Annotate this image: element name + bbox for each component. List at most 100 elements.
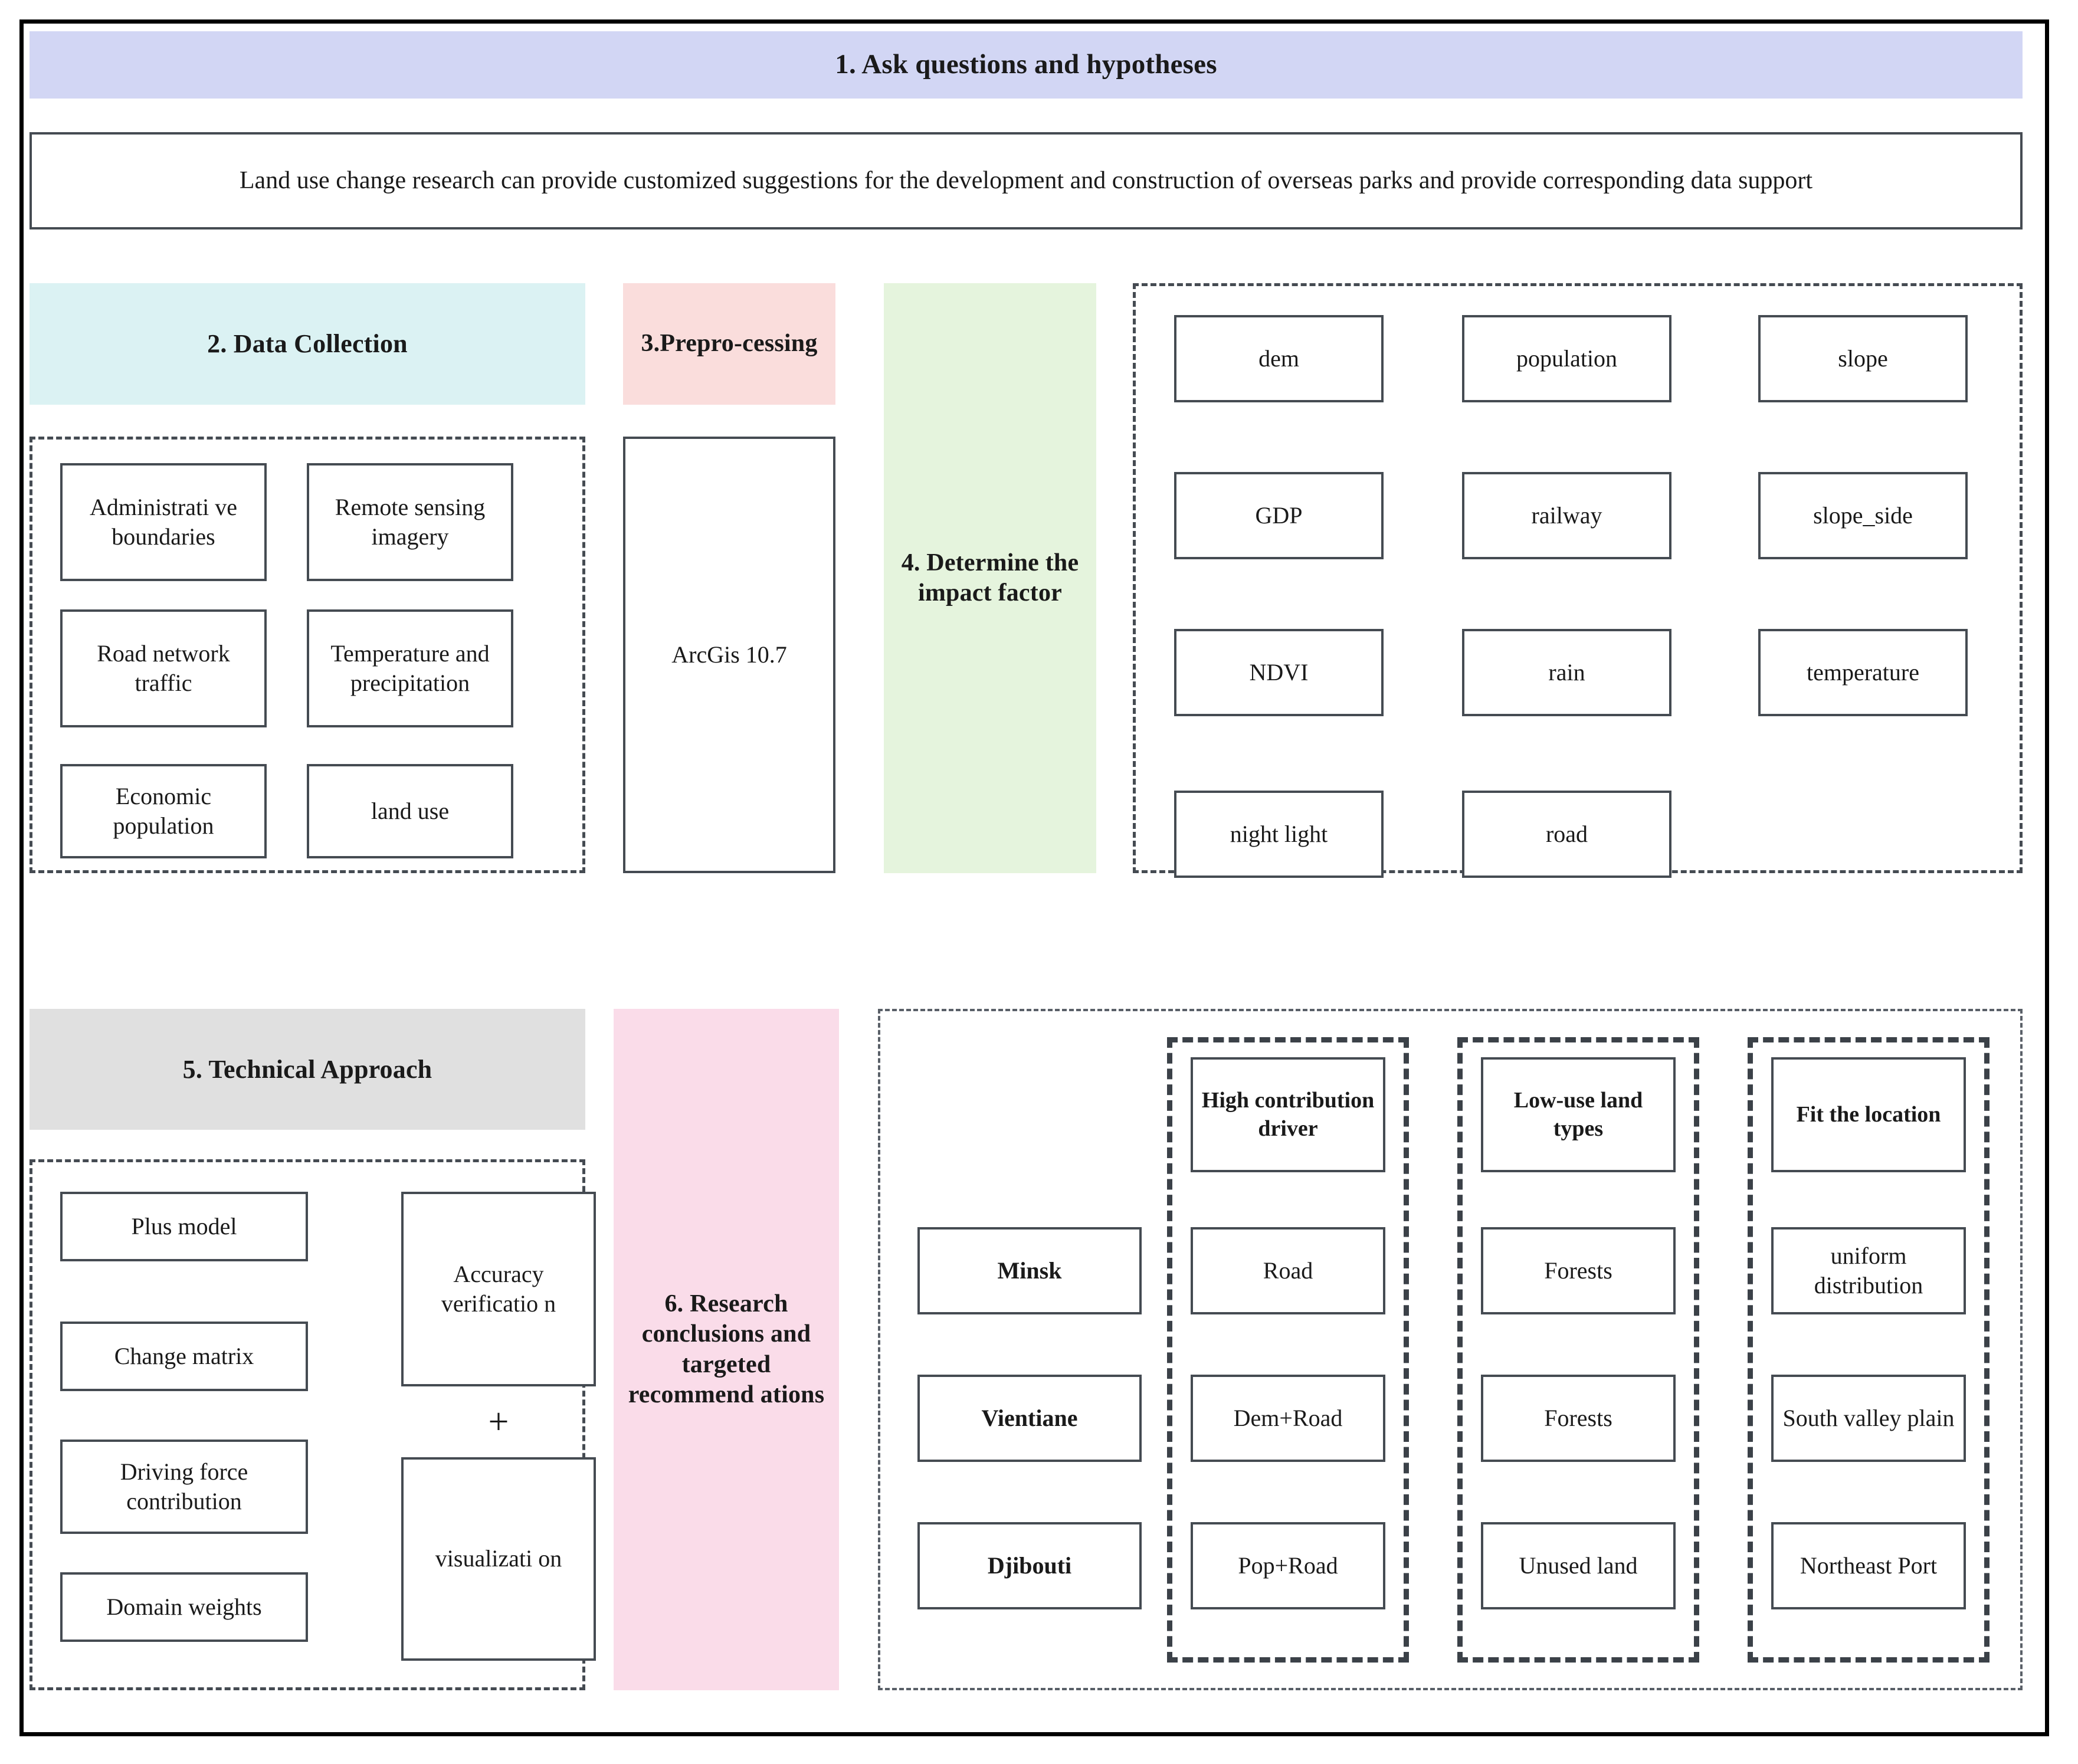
- step5-item-plus-model: Plus model: [60, 1192, 308, 1261]
- step4-factor-label: dem: [1258, 345, 1299, 372]
- step4-factor-road: road: [1462, 791, 1671, 878]
- step2-banner: 2. Data Collection: [30, 283, 585, 405]
- results-city-label: Vientiane: [981, 1404, 1078, 1431]
- step2-item-temperature-precip: Temperature and precipitation: [307, 609, 513, 727]
- step5-item-domain-weights: Domain weights: [60, 1572, 308, 1642]
- results-location-label: Northeast Port: [1800, 1552, 1938, 1579]
- step2-item-label: land use: [371, 797, 450, 824]
- step1-statement-box: Land use change research can provide cus…: [30, 132, 2023, 229]
- diagram-frame: 1. Ask questions and hypotheses Land use…: [19, 19, 2049, 1736]
- results-driver-column-group: [1167, 1037, 1409, 1663]
- step4-factor-railway: railway: [1462, 472, 1671, 559]
- step4-factor-label: temperature: [1807, 658, 1919, 686]
- step4-factor-label: road: [1545, 820, 1588, 847]
- step5-item-label: Driving force contribution: [120, 1458, 248, 1514]
- step5-banner: 5. Technical Approach: [30, 1009, 585, 1130]
- results-landtype-label: Forests: [1544, 1404, 1612, 1431]
- step4-factor-label: population: [1516, 345, 1618, 372]
- step5-item-accuracy-verification: Accuracy verificatio n: [401, 1192, 596, 1386]
- results-driver-label: Road: [1263, 1257, 1313, 1284]
- step2-item-label: Road network traffic: [97, 640, 230, 696]
- results-location-column-group: [1748, 1037, 1989, 1663]
- step3-tool-box: ArcGis 10.7: [623, 437, 835, 873]
- step4-factor-dem: dem: [1174, 315, 1384, 402]
- results-driver-minsk: Road: [1191, 1227, 1385, 1314]
- results-location-djibouti: Northeast Port: [1771, 1522, 1966, 1609]
- plus-operator-icon: +: [401, 1398, 596, 1445]
- results-city-vientiane: Vientiane: [917, 1375, 1142, 1462]
- step5-items-group: [30, 1159, 585, 1690]
- results-driver-vientiane: Dem+Road: [1191, 1375, 1385, 1462]
- results-driver-label: Dem+Road: [1233, 1404, 1343, 1431]
- step2-item-label: Economic population: [113, 782, 214, 839]
- step4-factor-label: slope: [1838, 345, 1888, 372]
- step4-factor-rain: rain: [1462, 629, 1671, 716]
- plus-operator-label: +: [488, 1402, 509, 1442]
- step5-item-driving-force: Driving force contribution: [60, 1440, 308, 1534]
- step1-banner-label: 1. Ask questions and hypotheses: [835, 49, 1217, 80]
- step5-item-visualization: visualizati on: [401, 1457, 596, 1661]
- step4-factor-ndvi: NDVI: [1174, 629, 1384, 716]
- step2-item-admin-boundaries: Administrati ve boundaries: [60, 463, 267, 581]
- step5-item-label: Plus model: [131, 1212, 237, 1240]
- step4-banner-label: 4. Determine the impact factor: [901, 549, 1079, 606]
- step3-banner-label: 3.Prepro-cessing: [641, 330, 818, 358]
- results-city-label: Djibouti: [987, 1552, 1072, 1579]
- diagram-canvas: 1. Ask questions and hypotheses Land use…: [24, 24, 2045, 1732]
- step2-item-label: Administrati ve boundaries: [90, 493, 237, 550]
- step1-statement-text: Land use change research can provide cus…: [239, 167, 1813, 195]
- results-landtype-label: Unused land: [1519, 1552, 1638, 1579]
- results-landtype-vientiane: Forests: [1481, 1375, 1676, 1462]
- step4-factor-slope-side: slope_side: [1758, 472, 1968, 559]
- step2-item-road-network: Road network traffic: [60, 609, 267, 727]
- results-driver-header: High contribution driver: [1191, 1057, 1385, 1172]
- results-driver-label: Pop+Road: [1238, 1552, 1338, 1579]
- results-outer-group: [878, 1009, 2023, 1690]
- step2-banner-label: 2. Data Collection: [207, 329, 408, 359]
- step4-factor-label: rain: [1548, 658, 1585, 686]
- step3-tool-label: ArcGis 10.7: [671, 641, 787, 668]
- results-location-minsk: uniform distribution: [1771, 1227, 1966, 1314]
- step4-banner: 4. Determine the impact factor: [884, 283, 1096, 873]
- results-city-djibouti: Djibouti: [917, 1522, 1142, 1609]
- step6-banner-label: 6. Research conclusions and targeted rec…: [628, 1290, 825, 1408]
- results-landtype-label: Forests: [1544, 1257, 1612, 1284]
- step5-item-label: visualizati on: [435, 1545, 562, 1572]
- step5-item-label: Accuracy verificatio n: [441, 1260, 556, 1317]
- results-city-label: Minsk: [997, 1257, 1062, 1284]
- results-header-label: Low-use land types: [1513, 1087, 1643, 1141]
- step2-item-label: Remote sensing imagery: [335, 493, 486, 550]
- step5-banner-label: 5. Technical Approach: [182, 1054, 432, 1084]
- step2-items-group: [30, 437, 585, 873]
- step2-item-economic-population: Economic population: [60, 764, 267, 858]
- step4-factor-population: population: [1462, 315, 1671, 402]
- step5-item-label: Change matrix: [114, 1342, 254, 1369]
- step5-item-label: Domain weights: [106, 1593, 262, 1620]
- results-city-minsk: Minsk: [917, 1227, 1142, 1314]
- step4-factor-night-light: night light: [1174, 791, 1384, 878]
- step4-factor-temperature: temperature: [1758, 629, 1968, 716]
- results-location-header: Fit the location: [1771, 1057, 1966, 1172]
- step2-item-land-use: land use: [307, 764, 513, 858]
- step4-factor-label: night light: [1230, 820, 1328, 847]
- results-driver-djibouti: Pop+Road: [1191, 1522, 1385, 1609]
- step4-factor-label: railway: [1531, 501, 1602, 529]
- step5-item-change-matrix: Change matrix: [60, 1322, 308, 1391]
- results-landtype-djibouti: Unused land: [1481, 1522, 1676, 1609]
- step4-factor-gdp: GDP: [1174, 472, 1384, 559]
- results-landtype-header: Low-use land types: [1481, 1057, 1676, 1172]
- step4-factor-label: GDP: [1255, 501, 1303, 529]
- step6-banner: 6. Research conclusions and targeted rec…: [614, 1009, 839, 1690]
- results-header-label: High contribution driver: [1201, 1087, 1375, 1141]
- step4-factor-label: NDVI: [1249, 658, 1309, 686]
- step4-factor-label: slope_side: [1813, 501, 1913, 529]
- step3-banner: 3.Prepro-cessing: [623, 283, 835, 405]
- step2-item-remote-sensing: Remote sensing imagery: [307, 463, 513, 581]
- step1-banner: 1. Ask questions and hypotheses: [30, 31, 2023, 99]
- results-header-label: Fit the location: [1796, 1101, 1941, 1127]
- results-location-label: South valley plain: [1782, 1404, 1955, 1431]
- step4-factor-slope: slope: [1758, 315, 1968, 402]
- step2-item-label: Temperature and precipitation: [330, 640, 490, 696]
- results-location-vientiane: South valley plain: [1771, 1375, 1966, 1462]
- results-landtype-column-group: [1457, 1037, 1699, 1663]
